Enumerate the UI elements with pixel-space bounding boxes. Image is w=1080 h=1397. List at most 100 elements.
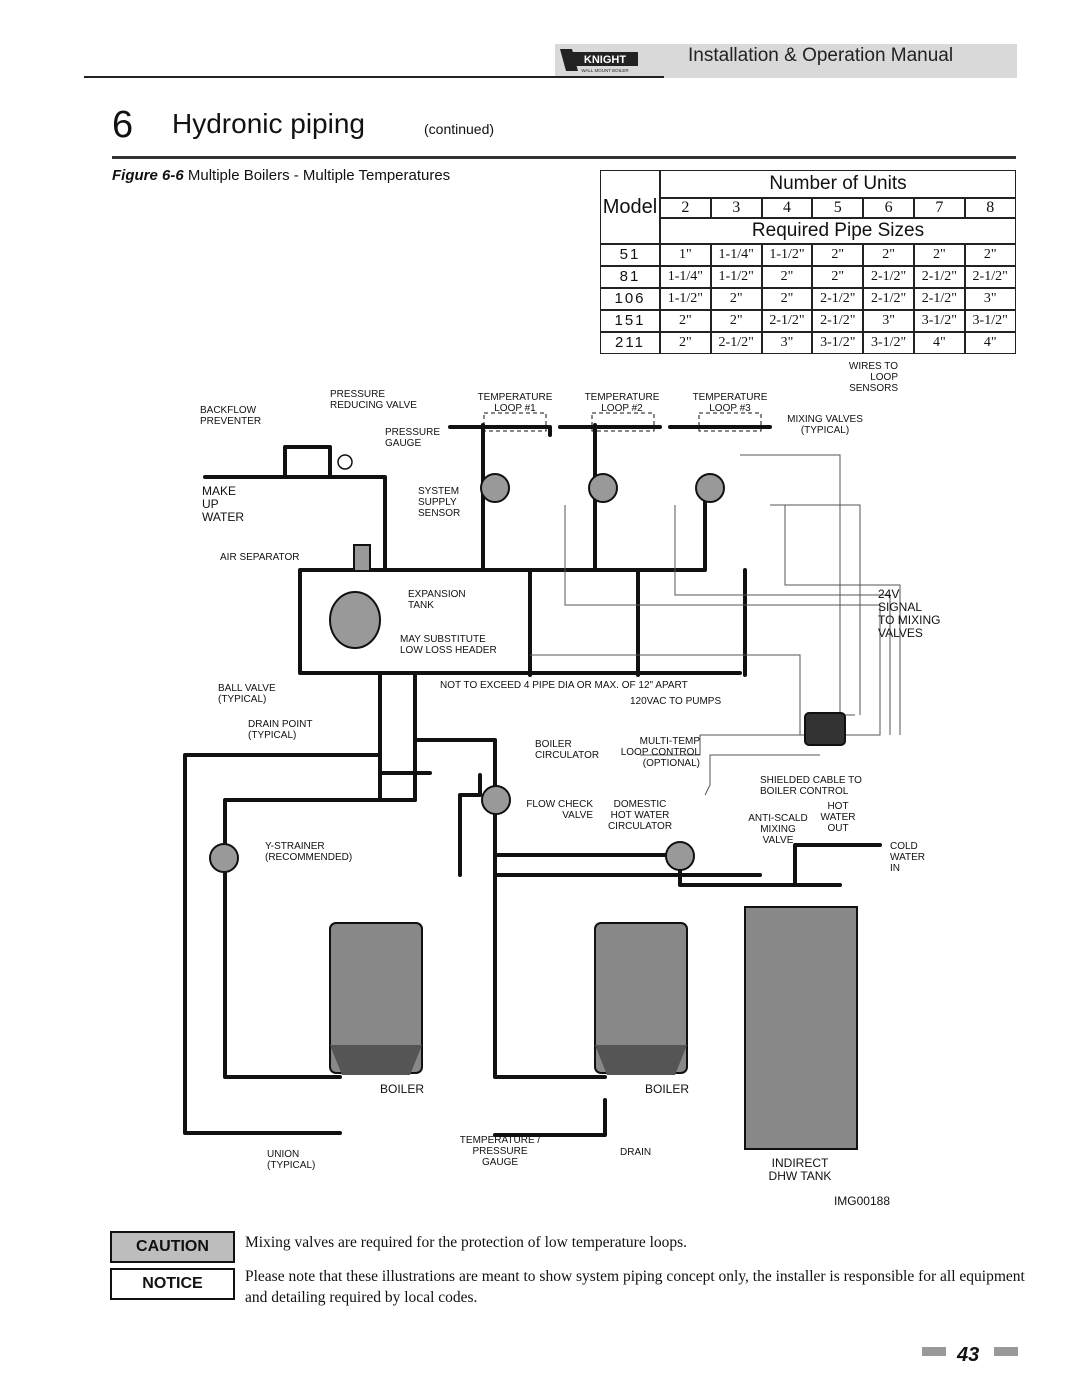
table-size-cell: 3-1/2" [914, 310, 965, 332]
diagram-label-ballvalve: BALL VALVE [218, 683, 276, 694]
dhw-circulator [665, 841, 695, 871]
diagram-label-boilercirc: CIRCULATOR [535, 750, 599, 761]
page-number: 43 [957, 1344, 980, 1366]
table-size-cell: 2-1/2" [710, 332, 762, 354]
diagram-label-notexceed: NOT TO EXCEED 4 PIPE DIA OR MAX. OF 12" … [440, 680, 688, 691]
temperature-loop-3 [698, 412, 762, 432]
table-units-col: 2 [660, 198, 711, 218]
diagram-label-shielded: SHIELDED CABLE TO [760, 775, 862, 786]
diagram-label-flowcheck: FLOW CHECK [526, 799, 593, 810]
table-size-cell: 1-1/2" [761, 244, 813, 266]
table-size-cell: 2" [761, 266, 813, 288]
figure-caption-text: Multiple Boilers - Multiple Temperatures [187, 167, 451, 184]
diagram-label-airsep: AIR SEPARATOR [220, 552, 299, 563]
diagram-label-drainpt: (TYPICAL) [248, 730, 296, 741]
diagram-label-ystrainer: Y-STRAINER [265, 841, 325, 852]
chapter-number: 6 [112, 104, 134, 146]
loop-pump-3 [695, 473, 725, 503]
multi-temp-control [804, 712, 846, 746]
table-size-cell: 1-1/4" [710, 244, 762, 266]
diagram-label-backflow: BACKFLOW [200, 405, 257, 416]
diagram-label-union: UNION [267, 1149, 299, 1160]
diagram-label-tpgauge: PRESSURE [472, 1146, 527, 1157]
table-model-cell: 151 [600, 310, 660, 332]
table-model-cell: 106 [600, 288, 660, 310]
diagram-label-tpgauge: GAUGE [482, 1157, 518, 1168]
table-size-cell: 2-1/2" [964, 266, 1016, 288]
diagram-label-hotout: OUT [827, 823, 848, 834]
table-size-cell: 1" [660, 244, 711, 266]
diagram-label-mixvalves: (TYPICAL) [801, 425, 849, 436]
air-separator [353, 544, 371, 572]
expansion-tank [329, 591, 381, 649]
table-units-col: 4 [761, 198, 813, 218]
diagram-label-tpgauge: TEMPERATURE / [460, 1135, 541, 1146]
table-size-cell: 2" [863, 244, 914, 266]
table-model-cell: 81 [600, 266, 660, 288]
table-units-col: 7 [914, 198, 965, 218]
notice-text: Please note that these illustrations are… [245, 1268, 1025, 1306]
diagram-label-tloop1: TEMPERATURE [478, 392, 553, 403]
table-model-header: Model [600, 170, 660, 244]
diagram-label-shielded: BOILER CONTROL [760, 786, 849, 797]
diagram-label-exptank: EXPANSION [408, 589, 466, 600]
footer-bar-left [922, 1347, 946, 1356]
table-size-cell: 2-1/2" [863, 288, 914, 310]
control-wiring [530, 454, 901, 796]
diagram-label-dhwtank: INDIRECT [772, 1156, 829, 1170]
diagram-label-makeup: UP [202, 497, 219, 511]
diagram-label-signal: TO MIXING [878, 613, 940, 627]
diagram-label-antiscald: MIXING [760, 824, 796, 835]
diagram-label-imgid: IMG00188 [834, 1194, 890, 1208]
table-units-col: 3 [710, 198, 762, 218]
diagram-label-dhwcirc: CIRCULATOR [608, 821, 672, 832]
diagram-label-ballvalve: (TYPICAL) [218, 694, 266, 705]
boiler-pump-left [209, 843, 239, 873]
diagram-label-signal: VALVES [878, 626, 923, 640]
table-size-cell: 3" [761, 332, 813, 354]
diagram-label-sss: SYSTEM [418, 486, 459, 497]
diagram-label-wires: WIRES TO [849, 361, 898, 372]
diagram-label-prv: REDUCING VALVE [330, 400, 417, 411]
diagram-label-makeup: MAKE [202, 484, 236, 498]
diagram-label-tloop3: LOOP #3 [709, 403, 751, 414]
diagram-label-pumps120: 120VAC TO PUMPS [630, 696, 721, 707]
table-size-cell: 1-1/4" [660, 266, 711, 288]
table-units-col: 6 [863, 198, 914, 218]
table-size-cell: 2" [914, 244, 965, 266]
loop-pump-2 [588, 473, 618, 503]
diagram-label-llh: LOW LOSS HEADER [400, 645, 497, 656]
chapter-continued: (continued) [424, 121, 495, 137]
table-size-cell: 1-1/2" [710, 266, 762, 288]
table-pipe-sizes-header: Required Pipe Sizes [660, 218, 1016, 244]
manual-title: Installation & Operation Manual [688, 45, 954, 66]
table-units-header: Number of Units [660, 170, 1016, 198]
diagram-label-wires: LOOP [870, 372, 898, 383]
table-units-col: 5 [812, 198, 864, 218]
table-units-col: 8 [964, 198, 1016, 218]
diagram-label-tloop2: LOOP #2 [601, 403, 643, 414]
diagram-label-ystrainer: (RECOMMENDED) [265, 852, 352, 863]
figure-label: Figure 6-6 [112, 167, 184, 184]
diagram-label-multitemp: MULTI-TEMP [640, 736, 701, 747]
loop-pump-1 [480, 473, 510, 503]
diagram-label-boilercirc: BOILER [535, 739, 572, 750]
diagram-label-tloop3: TEMPERATURE [693, 392, 768, 403]
diagram-label-coldin: WATER [890, 852, 925, 863]
caution-text: Mixing valves are required for the prote… [245, 1234, 688, 1251]
table-size-cell: 2" [660, 310, 711, 332]
diagram-label-wires: SENSORS [849, 383, 898, 394]
diagram-label-hotout: HOT [827, 801, 848, 812]
diagram-label-boiler1: BOILER [380, 1082, 424, 1096]
diagram-label-exptank: TANK [408, 600, 434, 611]
table-size-cell: 2-1/2" [812, 310, 864, 332]
table-size-cell: 3-1/2" [812, 332, 864, 354]
temperature-loop-2 [591, 412, 655, 432]
table-size-cell: 3" [964, 288, 1016, 310]
diagram-label-dhwcirc: DOMESTIC [614, 799, 667, 810]
table-model-cell: 51 [600, 244, 660, 266]
table-size-cell: 3-1/2" [964, 310, 1016, 332]
logo-text: KNIGHT [584, 54, 626, 66]
